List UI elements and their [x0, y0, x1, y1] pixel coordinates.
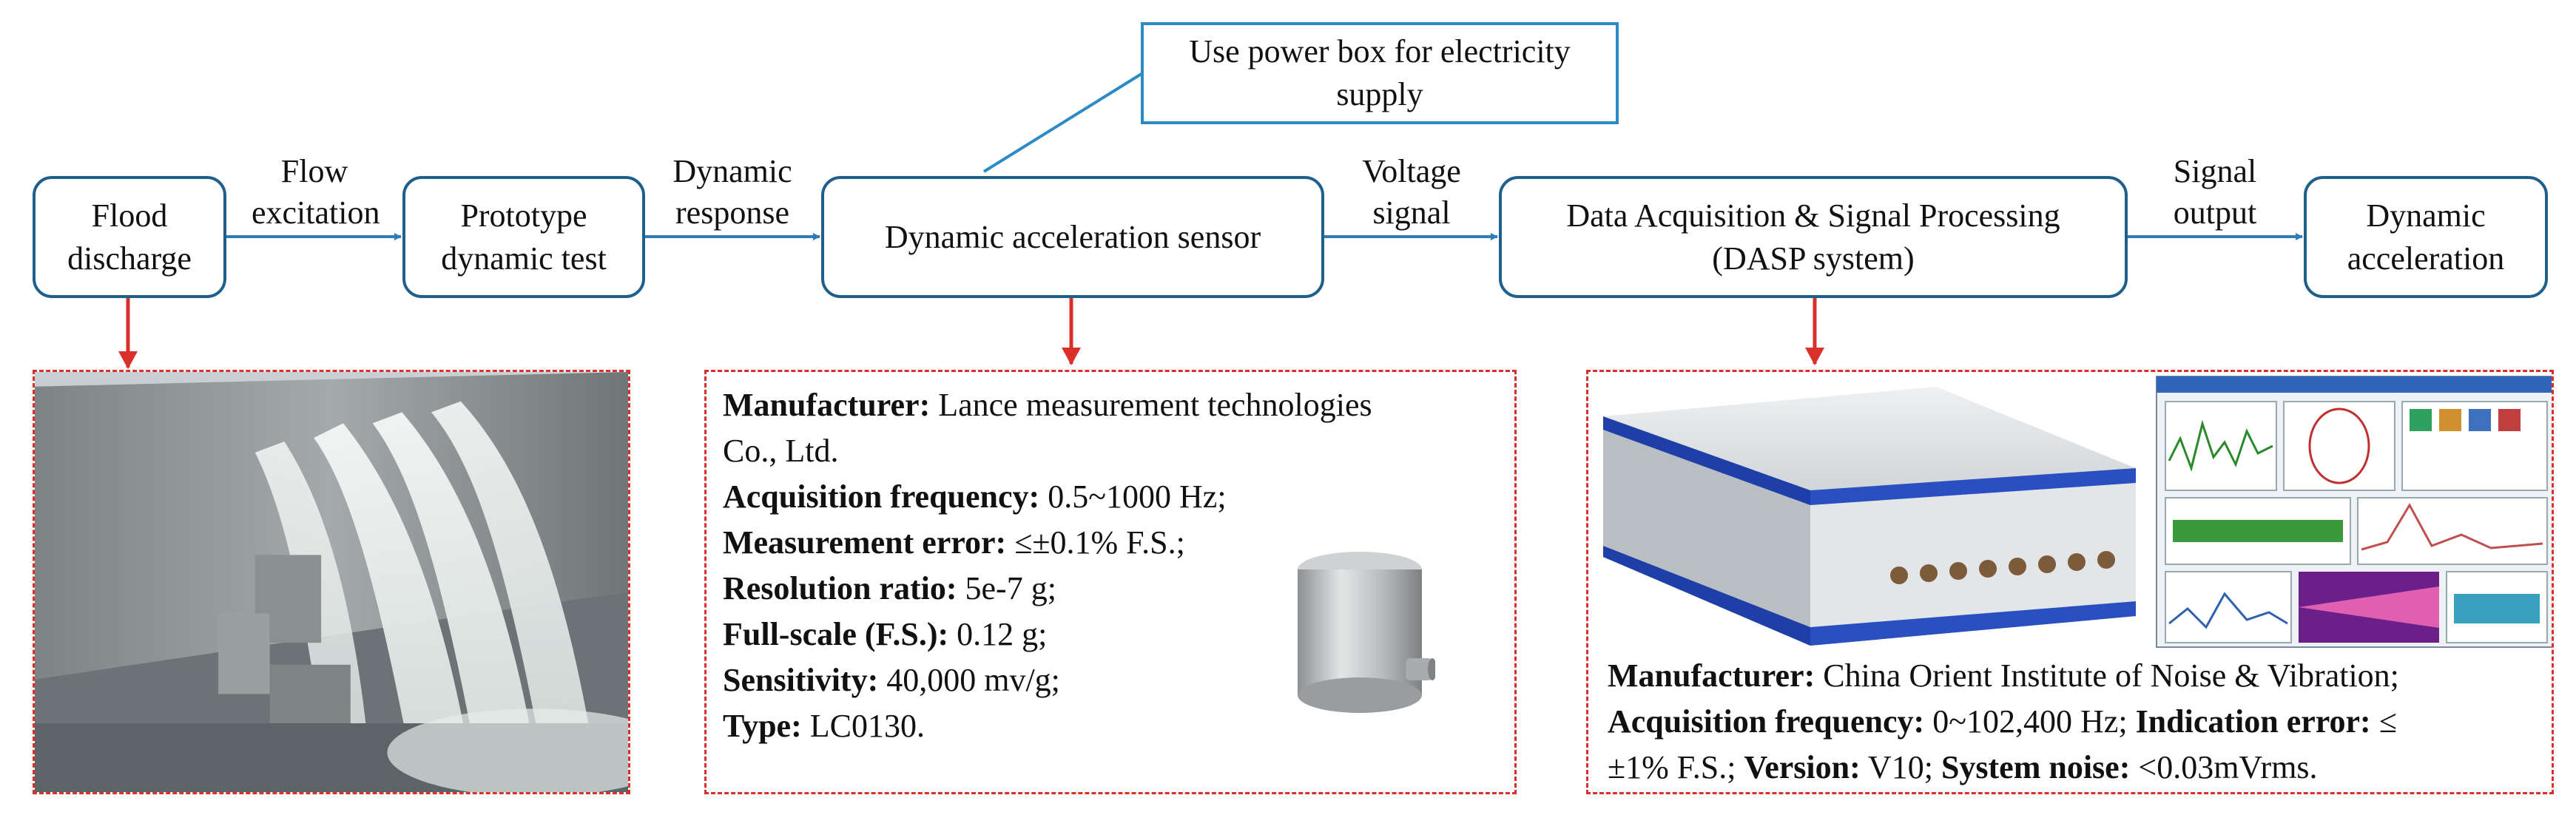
dasp-device-and-software-illustration [1603, 376, 2552, 648]
sensor-type: Type: LC0130. [723, 708, 925, 744]
dam-spillway-illustration [35, 372, 628, 792]
sensor-measurement-error: Measurement error: ≤±0.1% F.S.; [723, 524, 1185, 561]
sensor-manufacturer: Manufacturer: Lance measurement technolo… [723, 387, 1372, 423]
edge-label-signal-output: Signal output [2173, 153, 2257, 231]
node-dynamic-acceleration-sensor: Dynamic acceleration sensor [821, 176, 1324, 298]
node-dasp-system: Data Acquisition & Signal Processing (DA… [1499, 176, 2128, 298]
node-dynamic-acceleration: Dynamic acceleration [2304, 176, 2548, 298]
sensor-full-scale: Full-scale (F.S.): 0.12 g; [723, 616, 1048, 652]
acceleration-sensor-illustration [1298, 552, 1435, 713]
node-flood-discharge: Flood discharge [33, 176, 226, 298]
power-box-note: Use power box for electricity supply [1141, 22, 1619, 124]
power-note-connector [982, 71, 1145, 173]
edge-label-flow-excitation: Flow excitation [252, 153, 380, 231]
sensor-sensitivity: Sensitivity: 40,000 mv/g; [723, 662, 1060, 698]
edge-label-dynamic-response: Dynamic response [672, 153, 792, 231]
dasp-version-and-noise: ±1% F.S.; Version: V10; System noise: <0… [1608, 749, 2318, 785]
sensor-acquisition-frequency: Acquisition frequency: 0.5~1000 Hz; [723, 478, 1227, 515]
dasp-acquisition-and-indication: Acquisition frequency: 0~102,400 Hz; Ind… [1608, 703, 2397, 740]
sensor-manufacturer-cont: Co., Ltd. [723, 433, 839, 469]
dasp-spec-panel: Manufacturer: China Orient Institute of … [1586, 370, 2554, 794]
dasp-manufacturer: Manufacturer: China Orient Institute of … [1608, 657, 2399, 694]
node-prototype-dynamic-test: Prototype dynamic test [402, 176, 645, 298]
flood-discharge-photo [33, 370, 630, 794]
sensor-resolution-ratio: Resolution ratio: 5e-7 g; [723, 570, 1056, 606]
edge-label-voltage-signal: Voltage signal [1362, 153, 1461, 231]
